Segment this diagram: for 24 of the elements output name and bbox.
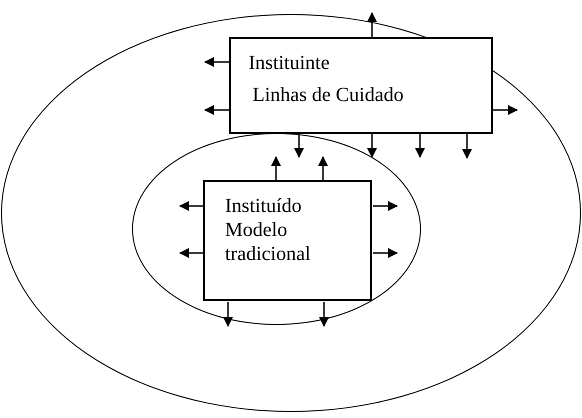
arrow <box>373 248 398 258</box>
arrow <box>373 201 398 211</box>
arrow <box>179 248 204 258</box>
arrow <box>367 12 377 37</box>
box-text: Modelo tradicional <box>225 218 312 266</box>
arrow <box>493 105 518 115</box>
arrow <box>462 134 472 159</box>
box-heading: Instituído <box>225 194 303 218</box>
arrow <box>367 134 377 158</box>
box-text: Linhas de Cuidado <box>252 82 405 106</box>
arrow <box>319 302 329 327</box>
arrow <box>223 302 233 327</box>
arrow <box>415 134 425 158</box>
arrow <box>204 57 229 67</box>
inner-ellipse <box>132 132 420 324</box>
arrow <box>204 105 229 115</box>
arrow <box>294 134 304 158</box>
arrow <box>179 201 204 211</box>
process-box <box>203 180 372 301</box>
arrow <box>318 156 328 181</box>
box-heading: Instituinte <box>248 50 331 74</box>
arrow <box>271 156 281 181</box>
outer-ellipse <box>1 14 581 412</box>
process-box <box>228 36 492 134</box>
